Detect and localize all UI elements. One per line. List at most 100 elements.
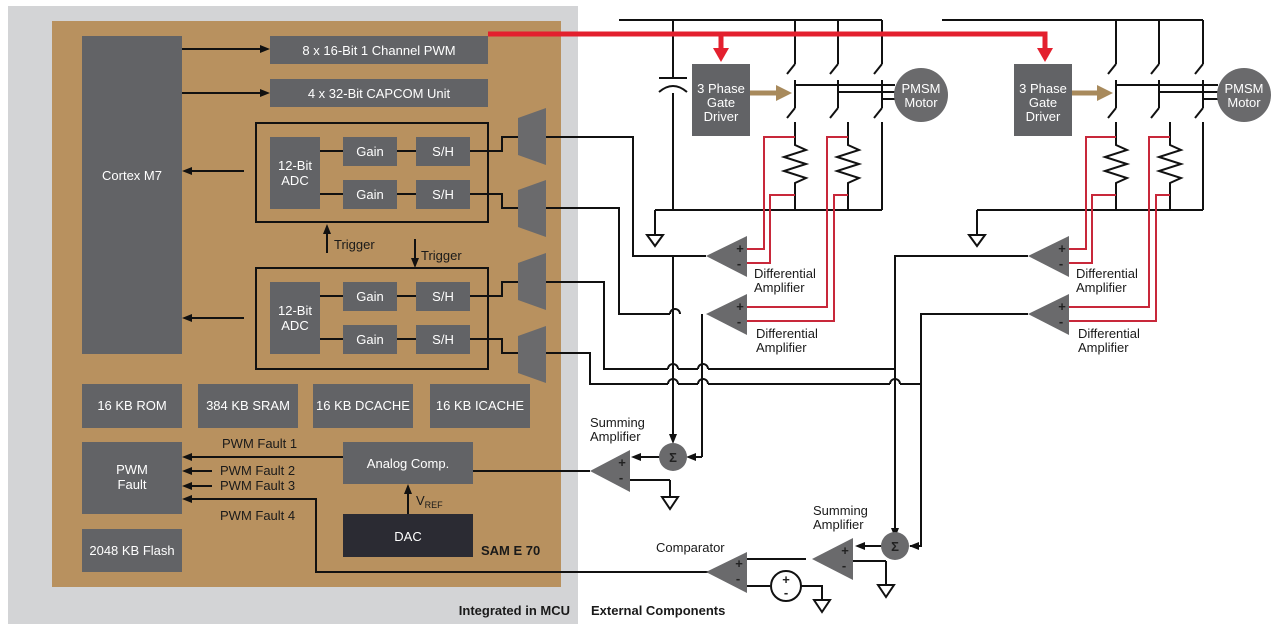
diff-amp-2a-line2: Amplifier	[1076, 280, 1127, 295]
mcu-name-label: SAM E 70	[481, 543, 540, 558]
trigger-up-arrow	[323, 224, 331, 253]
motor-2-line2: Motor	[1227, 95, 1261, 110]
diff-amp-2b-line1: Differential	[1078, 326, 1140, 341]
diff-amp-1a-line1: Differential	[754, 266, 816, 281]
adc-2-to-cpu-arrow	[182, 314, 192, 322]
flash-label: 2048 KB Flash	[89, 543, 174, 558]
capcom-label: 4 x 32-Bit CAPCOM Unit	[308, 86, 451, 101]
pmsm-motor-1	[894, 68, 948, 122]
dac-block	[343, 514, 473, 557]
diff-amp-2b	[1028, 294, 1069, 335]
plus-sign: +	[735, 556, 743, 571]
icache-label: 16 KB ICACHE	[436, 398, 524, 413]
ground-icon	[876, 584, 896, 599]
pwm-bus	[488, 31, 1053, 62]
minus-sign: -	[1059, 314, 1063, 329]
summing-amp-2	[812, 538, 853, 580]
minus-sign: -	[842, 558, 846, 573]
analog-comp-label: Analog Comp.	[367, 456, 449, 471]
sigma-icon: Σ	[891, 539, 899, 554]
vref-label: VREF	[416, 493, 443, 510]
vref-arrow	[404, 484, 412, 514]
motor-1-line2: Motor	[904, 95, 938, 110]
fault-4-label: PWM Fault 4	[220, 508, 295, 523]
pwm-fault-label-line1: PWM	[116, 462, 148, 477]
gate-driver-2-line2: Gate	[1029, 95, 1057, 110]
summing-amp-2-line2: Amplifier	[813, 517, 864, 532]
adc-1-wires	[190, 136, 518, 209]
adc-2-block	[270, 282, 320, 354]
arrow-icon	[686, 453, 696, 461]
gate-driver-1-block	[692, 64, 750, 136]
sh-1b-label: S/H	[432, 187, 454, 202]
minus-sign: -	[737, 256, 741, 271]
voltage-source-icon	[770, 570, 802, 602]
diff-amp-1b-line2: Amplifier	[756, 340, 807, 355]
comparator	[706, 552, 747, 593]
diff-amp-1b	[706, 294, 747, 335]
gate-driver-2-block	[1014, 64, 1072, 136]
adc-2-wires	[190, 281, 518, 354]
gain-1a-label: Gain	[356, 144, 383, 159]
mux-4	[518, 326, 546, 383]
sh-1a-block	[416, 137, 470, 166]
gain-1a-block	[343, 137, 397, 166]
summing-node-2	[881, 532, 909, 560]
dac-label: DAC	[394, 529, 421, 544]
fault-1-arrow	[182, 453, 192, 461]
gate-driver-2-line1: 3 Phase	[1019, 81, 1067, 96]
fault-3-label: PWM Fault 3	[220, 478, 295, 493]
gate-drive-2-arrow	[1072, 85, 1113, 101]
fault-3-arrow	[182, 482, 192, 490]
fault-wires	[190, 456, 710, 573]
gain-2a-label: Gain	[356, 289, 383, 304]
flash-block	[82, 529, 182, 572]
rom-block	[82, 384, 182, 428]
adc-1-label-line1: 12-Bit	[278, 158, 312, 173]
arrow-icon	[909, 542, 919, 550]
plus-sign: +	[618, 455, 626, 470]
fault-4-arrow	[182, 495, 192, 503]
adc-1-block	[270, 137, 320, 209]
adc-2-label-line2: ADC	[281, 318, 308, 333]
ground-icon	[645, 234, 665, 248]
inverter-2-bus	[942, 19, 1218, 235]
summing-amp-1	[590, 450, 630, 492]
adc-2-label-line1: 12-Bit	[278, 303, 312, 318]
summing-amp-1-line1: Summing	[590, 415, 645, 430]
diff-amp-2a	[1028, 236, 1069, 277]
mux-wiring	[546, 136, 921, 497]
gate-driver-1-line2: Gate	[707, 95, 735, 110]
arrow-icon	[631, 453, 641, 461]
icache-block	[430, 384, 530, 428]
gain-2b-block	[343, 325, 397, 354]
rom-label: 16 KB ROM	[97, 398, 166, 413]
plus-sign: +	[1058, 241, 1066, 256]
adc-1-label-line2: ADC	[281, 173, 308, 188]
comparator-label: Comparator	[656, 540, 725, 555]
analog-comp-block	[343, 442, 473, 484]
sigma-icon: Σ	[669, 450, 677, 465]
capcom-block	[270, 79, 488, 107]
diff-amp-2a-line1: Differential	[1076, 266, 1138, 281]
motor-1-line1: PMSM	[902, 81, 941, 96]
pwm-fault-label-line2: Fault	[118, 477, 147, 492]
sh-1a-label: S/H	[432, 144, 454, 159]
minus-sign: -	[1059, 256, 1063, 271]
trigger-down-arrow	[411, 239, 419, 268]
gate-driver-1-line3: Driver	[704, 109, 739, 124]
pwm-to-driver-1-arrow	[713, 48, 729, 62]
sram-block	[198, 384, 298, 428]
sram-label: 384 KB SRAM	[206, 398, 290, 413]
sense-wires-1	[741, 136, 848, 322]
fault-1-label: PWM Fault 1	[222, 436, 297, 451]
sh-2a-block	[416, 282, 470, 311]
arrow-icon	[855, 542, 865, 550]
adc-1-to-cpu-arrow	[182, 167, 192, 175]
adc-group-2-frame	[255, 267, 489, 370]
gate-driver-2-line3: Driver	[1026, 109, 1061, 124]
sense-wires-2	[1062, 136, 1170, 322]
cpu-to-pwm-arrow	[182, 45, 270, 53]
mux-3	[518, 253, 546, 310]
